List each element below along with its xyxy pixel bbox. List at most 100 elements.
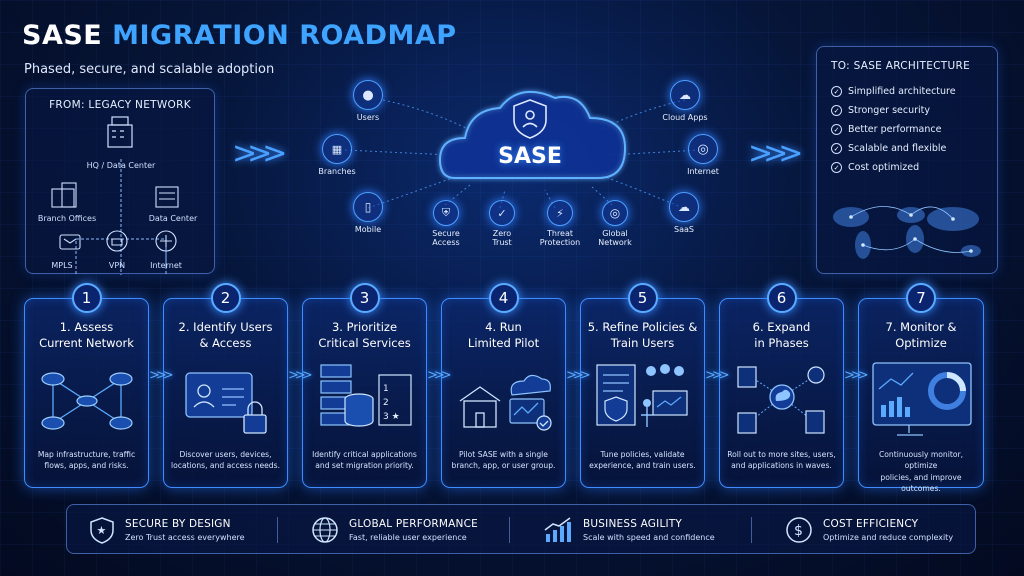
step-title: 5. Refine Policies &Train Users [587,320,698,351]
chevron-right-icon: >>> [705,368,730,383]
globe-icon [312,517,338,543]
building-icon [107,116,133,148]
step-number: 6 [766,283,797,313]
legacy-network-diagram [51,116,179,275]
expansion-network-icon [737,366,825,434]
mobile-node: ▯ Mobile [348,192,388,234]
step-number: 3 [349,283,380,313]
svg-text:$: $ [794,523,803,539]
chevron-right-icon: >>> [149,368,174,383]
check-icon: ✓ [831,124,842,135]
step-title: 7. Monitor &Optimize [885,320,957,351]
step-title: 2. Identify Users& Access [178,320,273,351]
globe-icon: ◎ [697,141,709,157]
network-map-icon [41,372,133,430]
server-database-icon: 123 ★ [320,364,412,427]
chevron-right-icon: >>> [427,368,452,383]
check-icon: ✓ [831,143,842,154]
benefit-item: ✓Simplified architecture [831,82,997,101]
step-number: 4 [488,283,519,313]
divider [277,517,278,543]
users-node: ● Users [348,80,388,122]
page-subtitle: Phased, secure, and scalable adoption [24,62,275,77]
check-icon: ✓ [831,86,842,97]
benefit-list: ✓Simplified architecture ✓Stronger secur… [831,82,997,177]
branch-offices-label: Branch Offices [37,214,97,223]
lightning-icon: ⚡ [556,206,564,220]
svg-text:★: ★ [97,524,107,537]
benefit-item: ✓Cost optimized [831,158,997,177]
id-badge-lock-icon [185,372,267,434]
legacy-network-panel: FROM: LEGACY NETWORK HQ / Data Center Br… [25,88,215,275]
shield-user-icon [513,99,547,139]
internet-label: Internet [150,261,182,270]
divider [509,517,510,543]
mpls-label: MPLS [51,261,73,270]
user-icon: ● [362,87,374,103]
dollar-icon: $ [786,517,812,543]
svg-text:1: 1 [383,384,389,394]
cloud-small-icon: ☁ [678,200,690,214]
step-description: Roll out to more sites, users,and applic… [727,450,836,471]
pilot-site-icon [459,374,552,431]
policy-training-icon [596,364,688,427]
sase-label: SASE [498,144,562,169]
internet-node: ◎ Internet [680,134,726,176]
check-icon: ✓ [831,162,842,173]
target-panel-title: TO: SASE ARCHITECTURE [831,60,971,72]
sase-architecture-panel: TO: SASE ARCHITECTURE ✓Simplified archit… [816,46,998,274]
step-number: 7 [906,283,936,313]
vpn-label: VPN [108,261,126,270]
cloud-small-icon: ☁ [679,88,691,102]
benefit-item: ✓Better performance [831,120,997,139]
chevron-right-icon: >>> [288,368,313,383]
step-card-2: 2 2. Identify Users& Access Discover use… [163,283,288,488]
mobile-icon: ▯ [364,200,372,214]
cloud-icon [438,91,627,179]
world-map-graphic [833,206,981,259]
page-title: SASE MIGRATION ROADMAP [22,20,457,51]
svg-text:2: 2 [383,398,389,408]
branches-node: ▦ Branches [310,134,364,176]
step-card-7: 7 7. Monitor &Optimize Continuously moni… [858,283,984,493]
chevron-right-icon: >>> [844,368,869,383]
saas-node: ☁ SaaS [664,192,704,234]
building-icon: ▦ [331,142,343,156]
step-number: 5 [627,283,658,313]
step-description: Discover users, devices,locations, and a… [171,450,280,471]
cloud-apps-node: ☁ Cloud Apps [658,80,712,122]
data-center-label: Data Center [148,214,198,223]
globe-icon: ◎ [609,206,621,220]
shield-icon: ⛨ [441,206,451,219]
divider [751,517,752,543]
benefit-item: ✓Stronger security [831,101,997,120]
chevron-right-icon: >>> [566,368,591,383]
step-number: 2 [210,283,241,313]
hq-label: HQ / Data Center [86,161,156,170]
legacy-panel-title: FROM: LEGACY NETWORK [49,99,191,111]
check-icon: ✓ [831,105,842,116]
benefit-item: ✓Scalable and flexible [831,139,997,158]
